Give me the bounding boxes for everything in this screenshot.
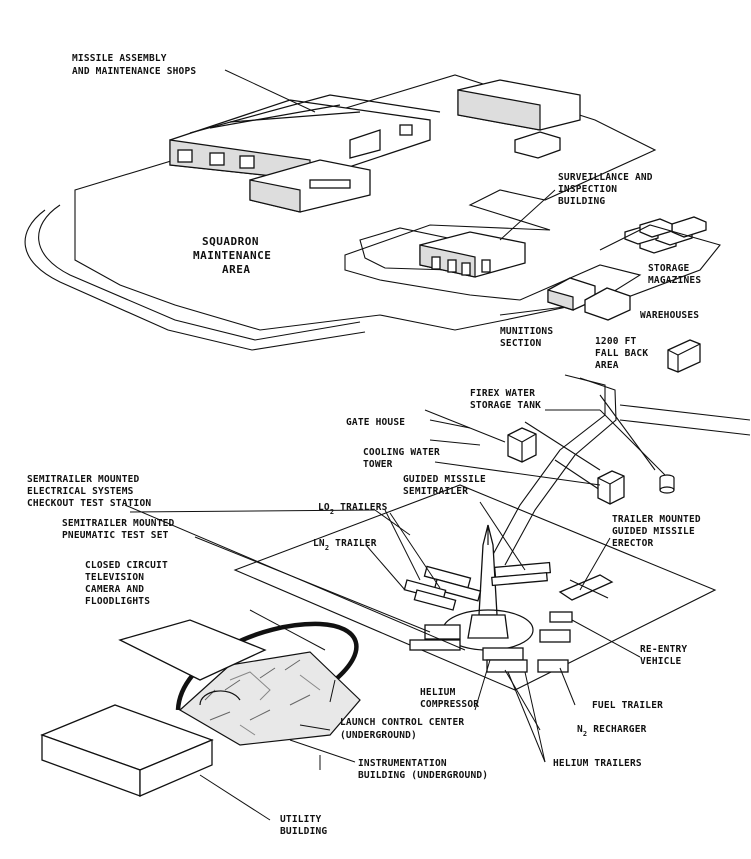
label-guided-semi-1: GUIDED MISSILE — [403, 474, 486, 485]
label-utility-1: UTILITY — [280, 814, 322, 825]
label-cctv-1: CLOSED CIRCUIT — [85, 560, 168, 571]
label-instrumentation-1: INSTRUMENTATION — [358, 758, 447, 769]
label-trailer-erector-3: ERECTOR — [612, 538, 654, 549]
label-helium-trailers: HELIUM TRAILERS — [553, 758, 642, 769]
gate-house — [507, 427, 537, 463]
cooling-water-tower — [597, 470, 625, 505]
label-semi-pneumatic-2: PNEUMATIC TEST SET — [62, 530, 169, 541]
missile-assembly-shops — [169, 94, 441, 181]
firex-water-tank — [659, 474, 675, 494]
label-reentry-1: RE-ENTRY — [640, 644, 687, 655]
label-semi-checkout-1: SEMITRAILER MOUNTED — [27, 474, 140, 485]
top-right-building — [457, 79, 581, 131]
squadron-inner-road — [38, 204, 361, 341]
storage-magazines — [624, 216, 707, 254]
label-helium-comp-1: HELIUM — [420, 687, 456, 698]
label-gate-house: GATE HOUSE — [346, 417, 405, 428]
guided-missile-semitrailer — [491, 561, 552, 587]
label-missile-shops-2: AND MAINTENANCE SHOPS — [72, 66, 196, 77]
side-road — [429, 404, 751, 446]
label-squadron-1: SQUADRON — [202, 235, 259, 248]
missile-erector — [558, 574, 614, 601]
label-launch-center-1: LAUNCH CONTROL CENTER — [340, 717, 464, 728]
helium-trailers — [482, 647, 528, 673]
label-semi-checkout-3: CHECKOUT TEST STATION — [27, 498, 151, 509]
label-utility-2: BUILDING — [280, 826, 327, 837]
surveillance-building — [419, 231, 526, 278]
access-road-2 — [504, 377, 617, 566]
label-storage-2: MAGAZINES — [648, 275, 701, 286]
label-surveillance-1: SURVEILLANCE AND — [558, 172, 653, 183]
pneumatic-test-trailer — [409, 624, 461, 651]
label-firex-1: FIREX WATER — [470, 388, 535, 399]
label-trailer-erector-2: GUIDED MISSILE — [612, 526, 695, 537]
utility-building — [40, 619, 267, 797]
access-road — [489, 374, 606, 561]
label-squadron-3: AREA — [222, 263, 251, 276]
label-lo2-trailers: LO2 TRAILERS — [318, 502, 388, 516]
label-n2-recharger: N2 RECHARGER — [577, 724, 647, 738]
label-surveillance-2: INSPECTION — [558, 184, 617, 195]
shop-annex-building — [249, 159, 371, 213]
label-missile-shops-1: MISSILE ASSEMBLY — [72, 53, 167, 64]
label-semi-pneumatic-1: SEMITRAILER MOUNTED — [62, 518, 175, 529]
label-fallback-2: FALL BACK — [595, 348, 648, 359]
squadron-inner-road-2 — [24, 209, 366, 351]
label-cctv-4: FLOODLIGHTS — [85, 596, 150, 607]
lo2-trailers — [423, 565, 482, 602]
reentry-vehicle-trailer — [539, 611, 573, 643]
label-fallback-3: AREA — [595, 360, 619, 371]
ln2-trailer — [403, 579, 457, 611]
label-cooling-1: COOLING WATER — [363, 447, 440, 458]
label-cooling-2: TOWER — [363, 459, 393, 470]
fallback-area-building — [667, 339, 701, 373]
label-fuel-trailer: FUEL TRAILER — [592, 700, 663, 711]
label-fallback-1: 1200 FT — [595, 336, 637, 347]
label-instrumentation-2: BUILDING (UNDERGROUND) — [358, 770, 488, 781]
guided-missile — [442, 524, 534, 651]
launch-control-center-mound — [178, 651, 361, 746]
label-ln2-trailer: LN2 TRAILER — [313, 538, 377, 552]
label-cctv-2: TELEVISION — [85, 572, 144, 583]
label-squadron-2: MAINTENANCE — [193, 249, 271, 262]
warehouses — [547, 277, 631, 321]
leader-lines — [124, 69, 666, 821]
label-trailer-erector-1: TRAILER MOUNTED — [612, 514, 701, 525]
label-guided-semi-2: SEMITRAILER — [403, 486, 468, 497]
small-shed — [514, 131, 561, 159]
label-warehouses: WAREHOUSES — [640, 310, 699, 321]
label-munitions-1: MUNITIONS — [500, 326, 553, 337]
label-helium-comp-2: COMPRESSOR — [420, 699, 479, 710]
fuel-trailer — [537, 659, 569, 673]
label-firex-2: STORAGE TANK — [470, 400, 541, 411]
label-reentry-2: VEHICLE — [640, 656, 682, 667]
label-surveillance-3: BUILDING — [558, 196, 605, 207]
label-semi-checkout-2: ELECTRICAL SYSTEMS — [27, 486, 134, 497]
label-cctv-3: CAMERA AND — [85, 584, 144, 595]
squadron-area-outline — [74, 74, 657, 331]
firex-pipe — [524, 394, 656, 491]
label-munitions-2: SECTION — [500, 338, 542, 349]
label-launch-center-2: (UNDERGROUND) — [340, 730, 417, 741]
label-storage-1: STORAGE — [648, 263, 690, 274]
